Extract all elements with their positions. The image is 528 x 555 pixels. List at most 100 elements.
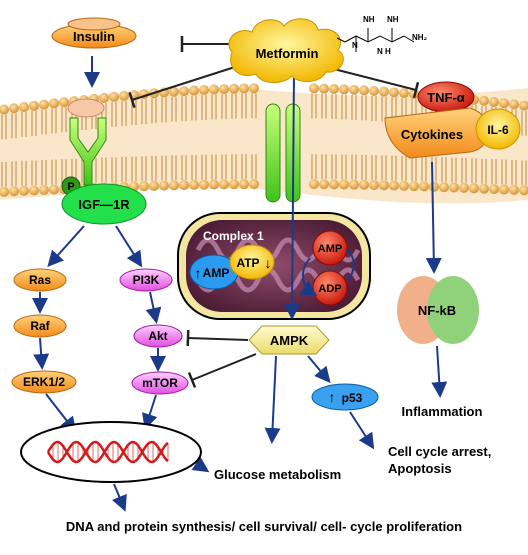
lipid-head	[189, 179, 199, 190]
akt-label: Akt	[148, 329, 167, 343]
tnf-label: TNF-α	[427, 90, 465, 105]
il6-label: IL-6	[487, 123, 509, 137]
down-arrow-icon: ↓	[265, 255, 272, 271]
ras-node: Ras	[13, 268, 67, 292]
lipid-head	[519, 100, 528, 111]
lipid-head	[229, 179, 239, 190]
lipid-head	[409, 181, 419, 192]
lipid-head	[419, 181, 429, 192]
raf-erk-arrow	[33, 337, 50, 370]
cellcycle-label-line2: Apoptosis	[388, 461, 452, 476]
edges	[32, 36, 448, 512]
lipid-head	[199, 179, 209, 190]
metformin-receptor-inhibit-bar	[128, 92, 136, 108]
igf1r-label: IGF—1R	[78, 197, 130, 212]
p53-node: ↑ p53	[311, 383, 379, 411]
dna-node	[20, 421, 202, 483]
glucose-metabolism-label: Glucose metabolism	[214, 467, 341, 482]
ampk-akt-inhibit-bar	[186, 329, 190, 347]
amp-up-label: AMP	[203, 266, 230, 280]
nfkb-inflammation-arrow	[431, 345, 448, 398]
lipid-head	[349, 179, 359, 190]
lipid-head	[9, 103, 19, 114]
ampk-node: AMPK	[248, 325, 330, 355]
lipid-head	[489, 184, 499, 195]
lipid-head	[429, 181, 439, 192]
inflammation-label: Inflammation	[402, 404, 483, 419]
mtor-node: mTOR	[131, 371, 189, 395]
dna-footer-arrow	[112, 483, 127, 512]
lipid-head	[499, 98, 509, 109]
lipid-head	[19, 102, 29, 113]
igf1r-receptor-shape	[67, 98, 107, 186]
lipid-head	[399, 180, 409, 191]
up-arrow-icon: ↑	[195, 265, 202, 281]
lipid-head	[459, 182, 469, 193]
lipid-head	[479, 95, 489, 106]
lipid-head	[449, 182, 459, 193]
lipid-head	[379, 180, 389, 191]
dna-strand	[46, 440, 169, 464]
cytokines-nfkb-arrow	[425, 161, 442, 274]
mtor-label: mTOR	[142, 376, 178, 390]
dna-glucose-arrow	[191, 456, 210, 473]
lipid-head	[329, 84, 339, 95]
metformin-structure: NH NH N N H NH₂	[336, 15, 428, 56]
insulin-label: Insulin	[73, 29, 115, 44]
lipid-head	[39, 185, 49, 196]
struct-nh-left: NH	[363, 15, 375, 24]
lipid-head	[359, 85, 369, 96]
lipid-head	[19, 185, 29, 196]
lipid-head	[99, 92, 109, 103]
tnf-node: TNF-α	[417, 81, 475, 113]
footer-outcome-label: DNA and protein synthesis/ cell survival…	[66, 519, 462, 534]
lipid-head	[399, 88, 409, 99]
erk-label: ERK1/2	[23, 375, 65, 389]
lipid-head	[339, 84, 349, 95]
p53-cellcycle-arrow	[349, 411, 375, 450]
lipid-head	[319, 179, 329, 190]
lipid-head	[469, 183, 479, 194]
lipid-head	[439, 182, 449, 193]
lipid-head	[479, 183, 489, 194]
amp-up-node: AMP ↑	[189, 254, 239, 290]
insulin-node: Insulin	[51, 17, 137, 49]
ampk-p53-arrow	[307, 355, 331, 384]
lipid-head	[219, 84, 229, 95]
lipid-head	[519, 185, 528, 196]
metformin-ampk-arrow	[284, 71, 301, 320]
lipid-head	[109, 91, 119, 102]
p53-label: p53	[342, 391, 363, 405]
lipid-head	[499, 184, 509, 195]
atp-node: ATP ↓	[229, 244, 275, 280]
lipid-head	[49, 184, 59, 195]
lipid-head	[209, 179, 219, 190]
struct-nh-right: NH	[387, 15, 399, 24]
metformin-node: Metformin	[228, 18, 344, 83]
lipid-head	[239, 83, 249, 94]
struct-n: N	[352, 41, 358, 50]
amp-adp-cycle-arrow	[299, 257, 318, 297]
p53-up-arrow-icon: ↑	[329, 389, 336, 405]
lipid-head	[489, 97, 499, 108]
lipid-head	[169, 180, 179, 191]
struct-nh-mid: N H	[377, 47, 391, 56]
lipid-head	[9, 186, 19, 197]
lipid-head	[39, 99, 49, 110]
erk-node: ERK1/2	[11, 370, 77, 394]
cytokines-label: Cytokines	[401, 127, 463, 142]
lipid-head	[159, 180, 169, 191]
lipid-head	[189, 85, 199, 96]
lipid-head	[209, 84, 219, 95]
lipid-head	[119, 90, 129, 101]
igf1r-node: IGF—1R	[61, 183, 147, 225]
lipid-head	[149, 180, 159, 191]
pi3k-node: PI3K	[119, 268, 173, 292]
lipid-head	[139, 181, 149, 192]
lipid-head	[389, 87, 399, 98]
lipid-head	[249, 83, 259, 94]
lipid-head	[219, 179, 229, 190]
lipid-head	[379, 86, 389, 97]
ampk-mtor-inhibit	[191, 353, 257, 381]
lipid-head	[509, 184, 519, 195]
